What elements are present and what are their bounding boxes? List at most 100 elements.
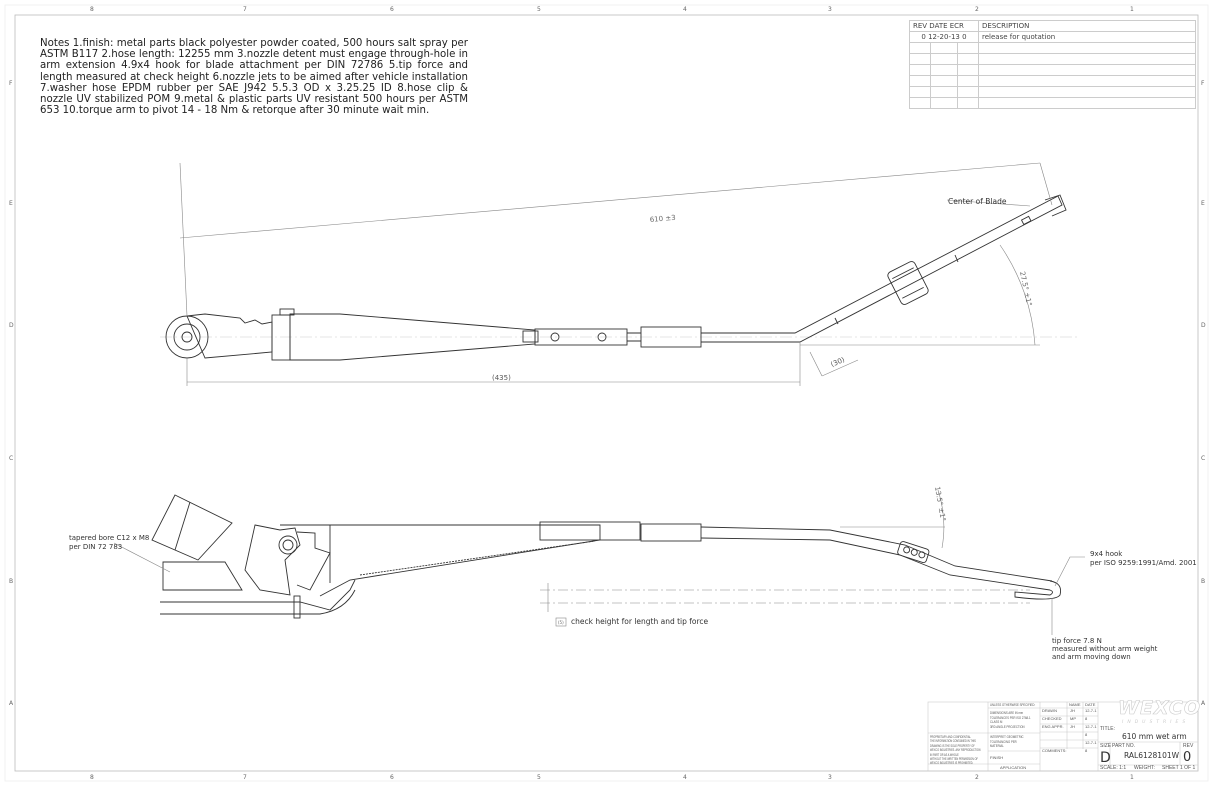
zone-column-3: 3 xyxy=(828,6,832,13)
zone-row-A: A xyxy=(9,700,14,707)
drawing-title: 610 mm wet arm xyxy=(1122,732,1187,741)
check-height-symbol: (5) xyxy=(558,620,564,625)
proprietary-line: PROPRIETARY AND CONFIDENTIAL xyxy=(930,734,971,739)
scale-label: SCALE: 1:1 xyxy=(1100,765,1127,771)
zone-row-C: C xyxy=(9,455,13,462)
proprietary-line: DRAWING IS THE SOLE PROPERTY OF xyxy=(930,742,975,748)
hose-clip xyxy=(887,261,929,305)
revision-header-row: REV DATE ECR DESCRIPTION xyxy=(909,20,1196,32)
center-of-blade-label: Center of Blade xyxy=(948,197,1007,206)
pivot-cap xyxy=(151,494,233,561)
zone-row-B: B xyxy=(1201,578,1205,585)
application-label: APPLICATION xyxy=(1000,765,1027,770)
nozzle-side xyxy=(897,541,930,564)
zone-row-F: F xyxy=(1201,80,1205,87)
blade-hook xyxy=(1014,580,1061,600)
proprietary-line: WITHOUT THE WRITTEN PERMISSION OF xyxy=(930,756,978,762)
projection-line: 3RD ANGLE PROJECTION xyxy=(990,723,1025,729)
material-label: MATERIAL xyxy=(990,743,1004,749)
approval-role: CHECKED xyxy=(1042,716,1062,721)
weight-label: WEIGHT: xyxy=(1134,765,1155,771)
company-logo: WEXCO xyxy=(1118,697,1202,719)
name-header: NAME xyxy=(1069,702,1081,707)
sheet-size: D xyxy=(1100,750,1111,766)
zone-column-2: 2 xyxy=(975,6,979,13)
overall-length-dimension: 610 ±3 xyxy=(649,214,676,224)
approval-name: JH xyxy=(1070,708,1075,713)
date-header: DATE xyxy=(1085,702,1096,707)
size-label: SIZE xyxy=(1100,743,1112,749)
zone-column-7: 7 xyxy=(243,6,247,13)
revision-table: REV DATE ECR DESCRIPTION 0 12-20-13 0 re… xyxy=(909,20,1196,109)
approval-role: COMMENTS: xyxy=(1042,748,1067,753)
zone-row-B: B xyxy=(9,578,13,585)
zone-column-6: 6 xyxy=(390,6,394,13)
zone-column-3: 3 xyxy=(828,774,832,781)
revision-description: release for quotation xyxy=(978,31,1196,43)
proprietary-notice: PROPRIETARY AND CONFIDENTIAL THE INFORMA… xyxy=(930,734,981,766)
approval-date: 12-7-1 xyxy=(1085,708,1097,713)
sheet-border xyxy=(4,4,1209,782)
arm-extension xyxy=(534,328,628,346)
title-label: TITLE: xyxy=(1100,726,1116,732)
bend-offset-dimension: (30) xyxy=(830,356,847,369)
top-view-dimensions xyxy=(179,162,1053,386)
tolerances-line: TOLERANCES PER ISO 2768-1 xyxy=(990,714,1031,720)
dimensions-note: DIMENSIONS ARE IN mm TOLERANCES PER ISO … xyxy=(990,710,1031,729)
dimensions-line: DIMENSIONS ARE IN mm xyxy=(990,710,1024,715)
approval-date: 8 xyxy=(1085,748,1088,753)
approval-role: DRAWN xyxy=(1042,708,1057,713)
company-logo-sub: INDUSTRIES xyxy=(1122,720,1190,725)
title-block xyxy=(927,701,1199,772)
revision-row: 0 12-20-13 0 release for quotation xyxy=(909,31,1196,43)
zone-column-8: 8 xyxy=(90,774,94,781)
geometric-line: INTERPRET GEOMETRIC xyxy=(990,734,1024,739)
approval-date: 12-7-1 xyxy=(1085,740,1097,745)
drawing-notes: Notes 1.finish: metal parts black polyes… xyxy=(40,38,468,117)
sheet-label: SHEET 1 OF 1 xyxy=(1162,765,1196,771)
part-number: RAL6128101W xyxy=(1124,751,1180,760)
zone-row-E: E xyxy=(1201,200,1205,207)
top-angle-dimension: 27.5° ±1° xyxy=(1018,271,1033,307)
pivot-base xyxy=(162,561,243,591)
proprietary-line: WEXCO INDUSTRIES IS PROHIBITED. xyxy=(930,760,974,766)
hose-sleeve-side xyxy=(640,523,702,542)
approval-name: JH xyxy=(1070,724,1075,729)
zone-row-D: D xyxy=(1201,322,1206,329)
zone-column-1: 1 xyxy=(1130,6,1134,13)
finish-label: FINISH xyxy=(990,755,1004,760)
approval-date: 12-7-1 xyxy=(1085,724,1097,729)
tolerancing-line: TOLERANCING PER xyxy=(990,738,1017,744)
proprietary-line: IN PART OR AS A WHOLE xyxy=(930,751,959,757)
geometric-note: INTERPRET GEOMETRIC TOLERANCING PER MATE… xyxy=(990,734,1024,749)
pivot-length-dimension: (435) xyxy=(492,374,511,382)
zone-column-4: 4 xyxy=(683,6,687,13)
zone-column-4: 4 xyxy=(683,774,687,781)
zone-row-C: C xyxy=(1201,455,1205,462)
revision-value: 0 xyxy=(1183,750,1192,765)
side-view xyxy=(151,494,1061,619)
hose-sleeve xyxy=(640,326,702,348)
revision-rev-date-ecr: 0 12-20-13 0 xyxy=(909,31,979,43)
proprietary-line: WEXCO INDUSTRIES. ANY REPRODUCTION xyxy=(930,747,981,753)
zone-column-6: 6 xyxy=(390,774,394,781)
zone-row-E: E xyxy=(9,200,13,207)
top-view xyxy=(160,194,1080,361)
arm-rod xyxy=(701,195,1063,343)
zone-column-7: 7 xyxy=(243,774,247,781)
arm-extension-side xyxy=(539,521,641,541)
unless-specified-label: UNLESS OTHERWISE SPECIFIED: xyxy=(990,702,1036,707)
approval-date: 8 xyxy=(1085,732,1088,737)
side-view-dimensions xyxy=(113,489,1085,635)
part-no-label: PART NO. xyxy=(1112,743,1136,749)
zone-column-5: 5 xyxy=(537,774,541,781)
description-header: DESCRIPTION xyxy=(978,20,1196,32)
check-height-label: check height for length and tip force xyxy=(571,617,709,626)
zone-row-D: D xyxy=(9,322,14,329)
zone-column-1: 1 xyxy=(1130,774,1134,781)
zone-column-8: 8 xyxy=(90,6,94,13)
